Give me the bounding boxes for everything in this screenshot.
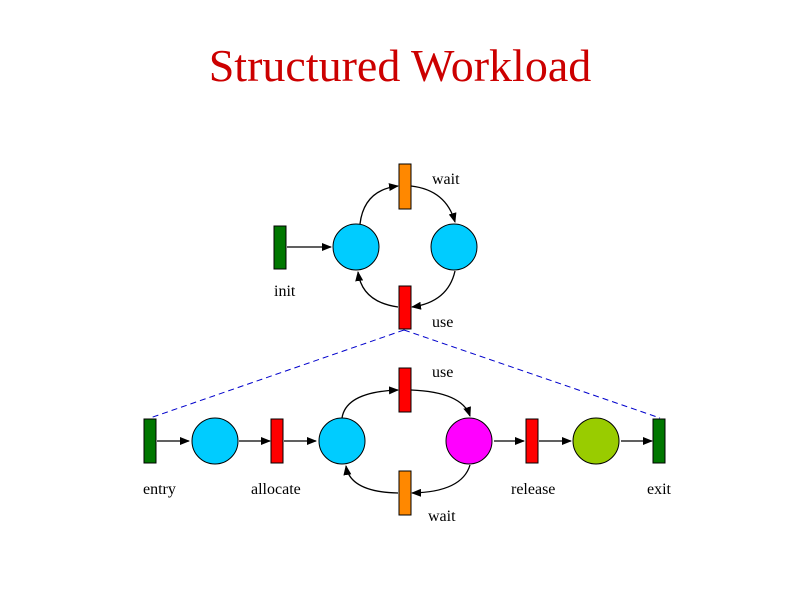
arc-p2-to-use bbox=[411, 270, 456, 310]
arc-use-to-p1 bbox=[355, 271, 399, 308]
transition-release bbox=[525, 418, 539, 464]
transition-wait bbox=[398, 163, 412, 210]
refinement-line-left bbox=[149, 329, 405, 419]
transition-entry bbox=[143, 418, 157, 464]
arc-q3-to-wait bbox=[411, 464, 471, 497]
place-q2 bbox=[318, 417, 366, 465]
transition-use-bottom bbox=[398, 367, 412, 413]
place-q3 bbox=[445, 417, 493, 465]
refinement-line-right bbox=[403, 329, 661, 419]
arc-p1-to-wait bbox=[359, 183, 399, 225]
label-release: release bbox=[511, 481, 555, 498]
label-top-wait: wait bbox=[432, 171, 460, 188]
transition-use bbox=[398, 285, 412, 330]
label-top-use: use bbox=[432, 314, 453, 331]
place-p2 bbox=[430, 223, 478, 271]
place-q1 bbox=[191, 417, 239, 465]
label-allocate: allocate bbox=[251, 481, 301, 498]
label-entry: entry bbox=[143, 481, 176, 498]
diagram-title: Structured Workload bbox=[208, 40, 592, 91]
transition-init bbox=[273, 225, 287, 270]
label-top-init: init bbox=[274, 283, 296, 300]
arc-use-to-q3 bbox=[410, 389, 471, 417]
arc-q2-to-use bbox=[341, 386, 399, 419]
transition-exit bbox=[652, 418, 666, 464]
label-bottom-use: use bbox=[432, 364, 453, 381]
arc-wait-to-q2 bbox=[343, 465, 399, 494]
label-bottom-wait: wait bbox=[428, 508, 456, 525]
arc-wait-to-p2 bbox=[410, 185, 457, 223]
transition-allocate bbox=[270, 418, 284, 464]
transition-wait-bottom bbox=[398, 470, 412, 516]
place-q4 bbox=[572, 417, 620, 465]
place-p1 bbox=[332, 223, 380, 271]
label-exit: exit bbox=[647, 481, 672, 498]
